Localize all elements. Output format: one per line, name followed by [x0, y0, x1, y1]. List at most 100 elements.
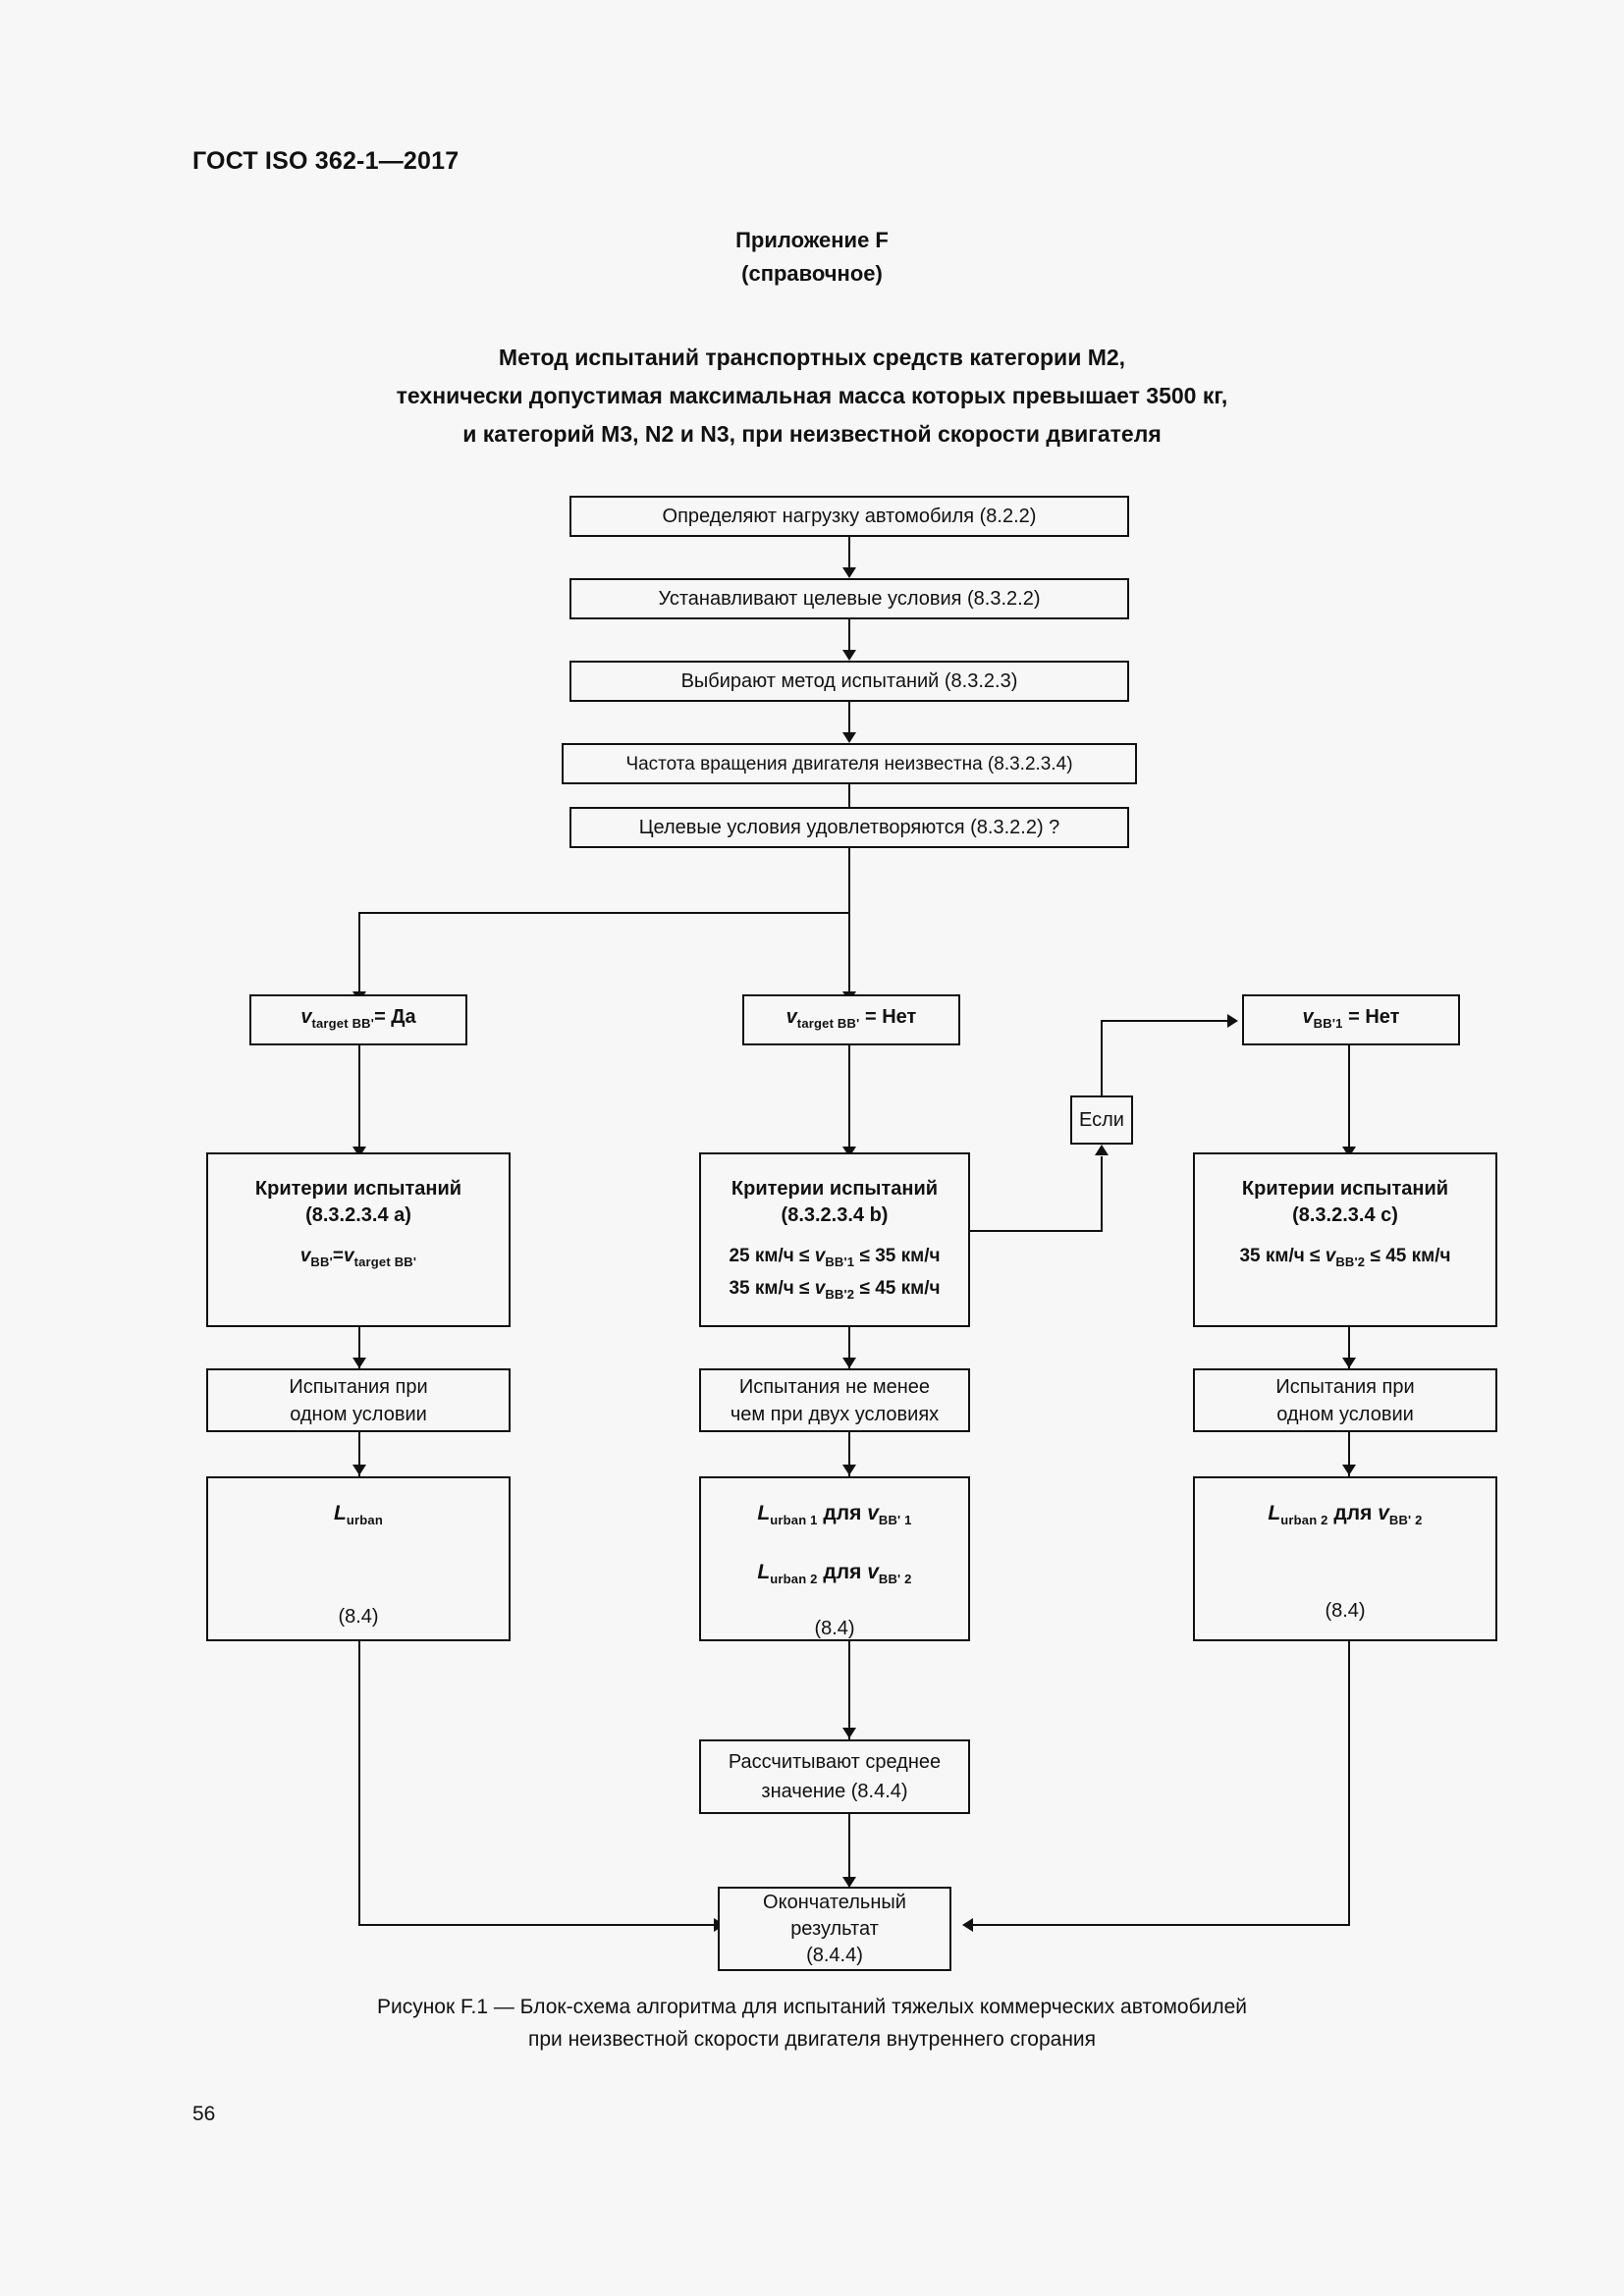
- arrow-criteria-left-down: [352, 1358, 366, 1368]
- connector-if-up: [1101, 1020, 1103, 1095]
- branch-right-expr: vBB'1 = Нет: [1303, 1004, 1400, 1037]
- branch-right-subscript: BB'1: [1313, 1015, 1343, 1031]
- result-mid-v2-sub: BB' 2: [878, 1572, 912, 1587]
- connector-criteria-mid-down: [848, 1327, 850, 1369]
- result-left-symbol: Lurban: [334, 1500, 383, 1533]
- result-mid-L2-sub: urban 2: [770, 1572, 818, 1587]
- branch-left-value: = Да: [374, 1005, 416, 1028]
- branch-mid-subscript: target BB': [796, 1015, 860, 1031]
- document-header: ГОСТ ISO 362-1—2017: [192, 147, 460, 175]
- criteria-right-c1-post: ≤ 45 км/ч: [1365, 1246, 1451, 1266]
- criteria-right-ref: (8.3.2.3.4 c): [1292, 1204, 1398, 1226]
- arrow-branch-mid-down: [842, 1147, 856, 1157]
- connector-criteria-right-down: [1348, 1327, 1350, 1369]
- result-right-mid: для: [1327, 1502, 1379, 1524]
- caption-line-2: при неизвестной скорости двигателя внутр…: [527, 2028, 1097, 2051]
- result-right-L-sub: urban 2: [1280, 1513, 1328, 1528]
- criteria-left-v1: v: [299, 1246, 311, 1266]
- arrow-if-to-branch-right: [1227, 1014, 1238, 1028]
- criteria-mid-ref: (8.3.2.3.4 b): [781, 1204, 889, 1226]
- criteria-right-title: Критерии испытаний: [1241, 1178, 1449, 1200]
- result-right-row-1: Lurban 2 для vBB' 2: [1268, 1500, 1422, 1533]
- arrow-test-right-down: [1342, 1465, 1356, 1475]
- result-mid-row-2: Lurban 2 для vBB' 2: [757, 1559, 911, 1592]
- criteria-left-equation: vBB'=vtarget BB': [300, 1243, 416, 1275]
- arrow-step1-step2: [842, 567, 856, 578]
- criteria-left-v1-sub: BB': [310, 1254, 333, 1269]
- connector-bus-left-drop: [358, 912, 360, 995]
- arrow-feedback-to-if: [1095, 1145, 1109, 1155]
- criteria-right-condition-1: 35 км/ч ≤ vBB'2 ≤ 45 км/ч: [1239, 1243, 1450, 1275]
- connector-test-mid-down: [848, 1432, 850, 1476]
- final-line-2: результат: [790, 1917, 879, 1940]
- test-mid-line-1: Испытания не менее: [738, 1375, 931, 1398]
- branch-left-subscript: target BB': [311, 1015, 375, 1031]
- connector-mid-feedback-h: [967, 1230, 1102, 1232]
- flow-box-branch-mid: vtarget BB' = Нет: [742, 994, 960, 1045]
- connector-branch-right-down: [1348, 1045, 1350, 1151]
- page-number: 56: [192, 2103, 216, 2125]
- connector-step1-step2: [848, 537, 850, 571]
- flow-box-test-left: Испытания при одном условии: [206, 1368, 511, 1432]
- flow-box-step2-label: Устанавливают целевые условия (8.3.2.2): [658, 587, 1041, 610]
- connector-mid-feedback-v: [1101, 1156, 1103, 1232]
- arrow-step3-step4: [842, 732, 856, 743]
- criteria-mid-c2-pre: 35 км/ч ≤: [729, 1277, 815, 1299]
- flow-box-step3-label: Выбирают метод испытаний (8.3.2.3): [680, 669, 1018, 692]
- connector-criteria-left-down: [358, 1327, 360, 1369]
- flow-box-step3: Выбирают метод испытаний (8.3.2.3): [569, 661, 1129, 702]
- annex-line-2: (справочное): [741, 261, 883, 286]
- result-right-L: L: [1268, 1502, 1281, 1524]
- flow-box-average: Рассчитывают среднее значение (8.4.4): [699, 1739, 970, 1814]
- arrow-branch-left-down: [352, 1147, 366, 1157]
- connector-test-right-down: [1348, 1432, 1350, 1476]
- flow-box-final-result: Окончательный результат (8.4.4): [718, 1887, 951, 1971]
- page-title: Метод испытаний транспортных средств кат…: [0, 339, 1624, 454]
- flow-box-step5-label: Целевые условия удовлетворяются (8.3.2.2…: [638, 816, 1060, 838]
- criteria-mid-c1-sub: BB'1: [825, 1254, 855, 1269]
- arrow-result-mid-to-average: [842, 1728, 856, 1738]
- connector-test-left-down: [358, 1432, 360, 1476]
- criteria-mid-c1-post: ≤ 35 км/ч: [854, 1246, 941, 1266]
- result-mid-v1-sub: BB' 1: [878, 1513, 912, 1528]
- final-line-1: Окончательный: [763, 1891, 906, 1913]
- flow-box-branch-right: vBB'1 = Нет: [1242, 994, 1460, 1045]
- connector-result-left-elbow-h: [358, 1924, 718, 1926]
- flow-box-criteria-mid: Критерии испытаний (8.3.2.3.4 b) 25 км/ч…: [699, 1152, 970, 1327]
- connector-result-right-elbow-h: [967, 1924, 1350, 1926]
- flow-box-step1: Определяют нагрузку автомобиля (8.2.2): [569, 496, 1129, 537]
- test-mid-line-2: чем при двух условиях: [730, 1403, 940, 1425]
- criteria-right-c1-sub: BB'2: [1335, 1254, 1366, 1269]
- criteria-mid-c2-post: ≤ 45 км/ч: [854, 1277, 941, 1299]
- result-left-L-sub: urban: [346, 1513, 383, 1528]
- connector-result-left-elbow-v: [358, 1641, 360, 1926]
- title-line-1: Метод испытаний транспортных средств кат…: [498, 345, 1126, 370]
- branch-mid-expr: vtarget BB' = Нет: [786, 1004, 917, 1037]
- criteria-left-title: Критерии испытаний: [254, 1178, 462, 1200]
- flow-box-step5-decision: Целевые условия удовлетворяются (8.3.2.2…: [569, 807, 1129, 848]
- arrow-right-to-final: [962, 1918, 973, 1932]
- flow-box-branch-left: vtarget BB'= Да: [249, 994, 467, 1045]
- result-mid-L2: L: [757, 1561, 771, 1584]
- connector-step4-step5: [848, 784, 850, 819]
- criteria-mid-title: Критерии испытаний: [731, 1178, 939, 1200]
- branch-right-value: = Нет: [1348, 1005, 1400, 1028]
- test-left-line-1: Испытания при: [289, 1375, 428, 1398]
- arrow-test-left-down: [352, 1465, 366, 1475]
- arrow-test-mid-down: [842, 1465, 856, 1475]
- figure-caption: Рисунок F.1 — Блок-схема алгоритма для и…: [0, 1991, 1624, 2056]
- test-right-line-1: Испытания при: [1275, 1375, 1415, 1398]
- connector-bus-mid-drop: [848, 912, 850, 995]
- criteria-mid-c2-sub: BB'2: [825, 1286, 855, 1302]
- flow-box-step1-label: Определяют нагрузку автомобиля (8.2.2): [662, 505, 1037, 527]
- caption-line-1: Рисунок F.1 — Блок-схема алгоритма для и…: [376, 1996, 1248, 2018]
- connector-result-mid-to-average: [848, 1641, 850, 1739]
- flow-box-step2: Устанавливают целевые условия (8.3.2.2): [569, 578, 1129, 619]
- arrow-average-to-final: [842, 1877, 856, 1888]
- test-left-line-2: одном условии: [290, 1403, 427, 1425]
- final-line-3: (8.4.4): [806, 1944, 863, 1966]
- flow-box-step4-label: Частота вращения двигателя неизвестна (8…: [625, 753, 1073, 774]
- result-mid-row-1: Lurban 1 для vBB' 1: [757, 1500, 911, 1533]
